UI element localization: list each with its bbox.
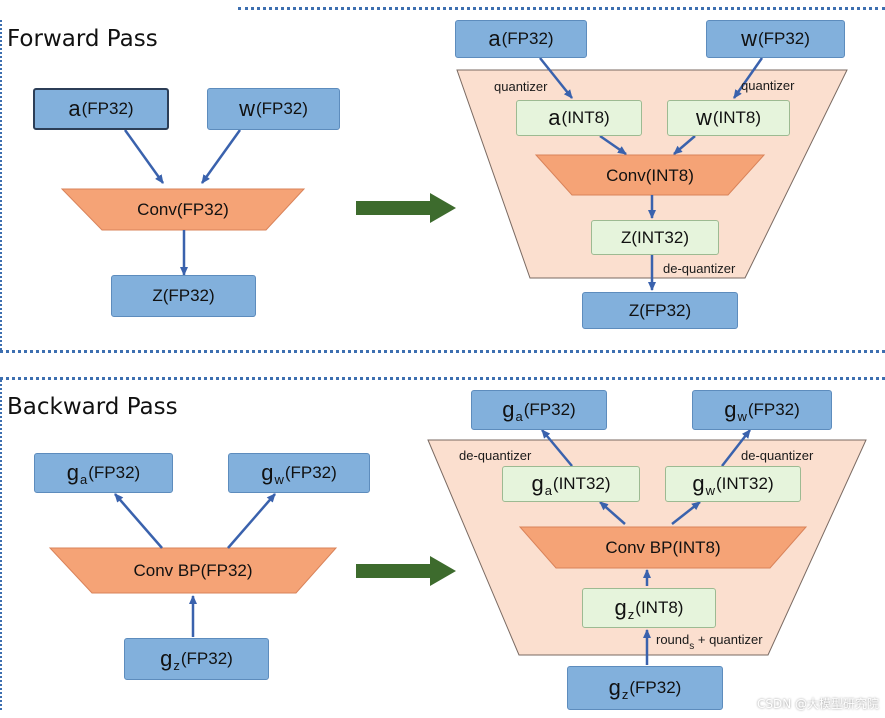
backward-conv-bp-fp32-label: Conv BP(FP32) (133, 561, 253, 580)
arrow-conv-bp-to-gw (227, 493, 276, 549)
forward-conv-int8-label: Conv(INT8) (606, 166, 694, 185)
forward-z-int32-box: Z(INT32) (591, 220, 719, 255)
arrow-a-fp32-to-int8 (539, 57, 573, 99)
backward-pass-title: Backward Pass (7, 394, 178, 420)
backward-right-conv-shape (518, 526, 808, 569)
quantizer-w-label: quantizer (741, 78, 795, 93)
forward-w-fp32-box: w(FP32) (207, 88, 340, 130)
arrow-conv-bp-int8-to-gw-int (671, 501, 701, 525)
mid-divider-top (0, 350, 885, 353)
forward-dequantizer-label: de-quantizer (663, 261, 736, 276)
arrow-a-int8-to-conv (599, 134, 627, 156)
forward-a-fp32-box: a(FP32) (33, 88, 169, 130)
arrow-ga-int-to-ga-out (541, 429, 573, 467)
forward-a-int8-box: a(INT8) (516, 100, 642, 136)
arrow-w-to-conv (200, 129, 242, 184)
arrow-w-fp32-to-int8 (732, 57, 764, 99)
backward-dequantizer-a-label: de-quantizer (459, 448, 532, 463)
quantizer-a-label: quantizer (494, 79, 548, 94)
forward-z-fp32-box: Z(FP32) (111, 275, 256, 317)
left-border-bottom (0, 380, 2, 710)
forward-left-conv-shape (60, 188, 306, 231)
forward-transition-arrow (356, 193, 456, 223)
forward-right-w-fp32-box: w(FP32) (706, 20, 845, 58)
forward-right-conv-shape (534, 154, 766, 196)
forward-right-a-fp32-box: a(FP32) (455, 20, 587, 58)
round-quantizer-label: rounds + quantizer (656, 632, 763, 652)
arrow-conv-bp-to-ga (114, 493, 163, 549)
backward-dequantizer-w-label: de-quantizer (741, 448, 814, 463)
forward-pass-title: Forward Pass (7, 26, 158, 52)
mid-divider-bottom (0, 377, 885, 380)
left-border-top (0, 20, 2, 350)
forward-z-fp32-out-box: Z(FP32) (582, 292, 738, 329)
arrow-a-to-conv (123, 129, 165, 184)
arrow-w-int8-to-conv (673, 135, 696, 155)
backward-conv-bp-int8-label: Conv BP(INT8) (605, 538, 721, 557)
backward-transition-arrow (356, 556, 456, 586)
arrow-gw-int-to-gw-out (721, 429, 751, 467)
arrow-conv-bp-int8-to-ga-int (599, 501, 626, 525)
forward-w-int8-box: w(INT8) (667, 100, 790, 136)
forward-conv-fp32-label: Conv(FP32) (137, 200, 229, 219)
backward-left-conv-shape (48, 547, 338, 594)
top-divider (238, 7, 885, 10)
watermark: CSDN @大模型研究院 (756, 697, 879, 711)
